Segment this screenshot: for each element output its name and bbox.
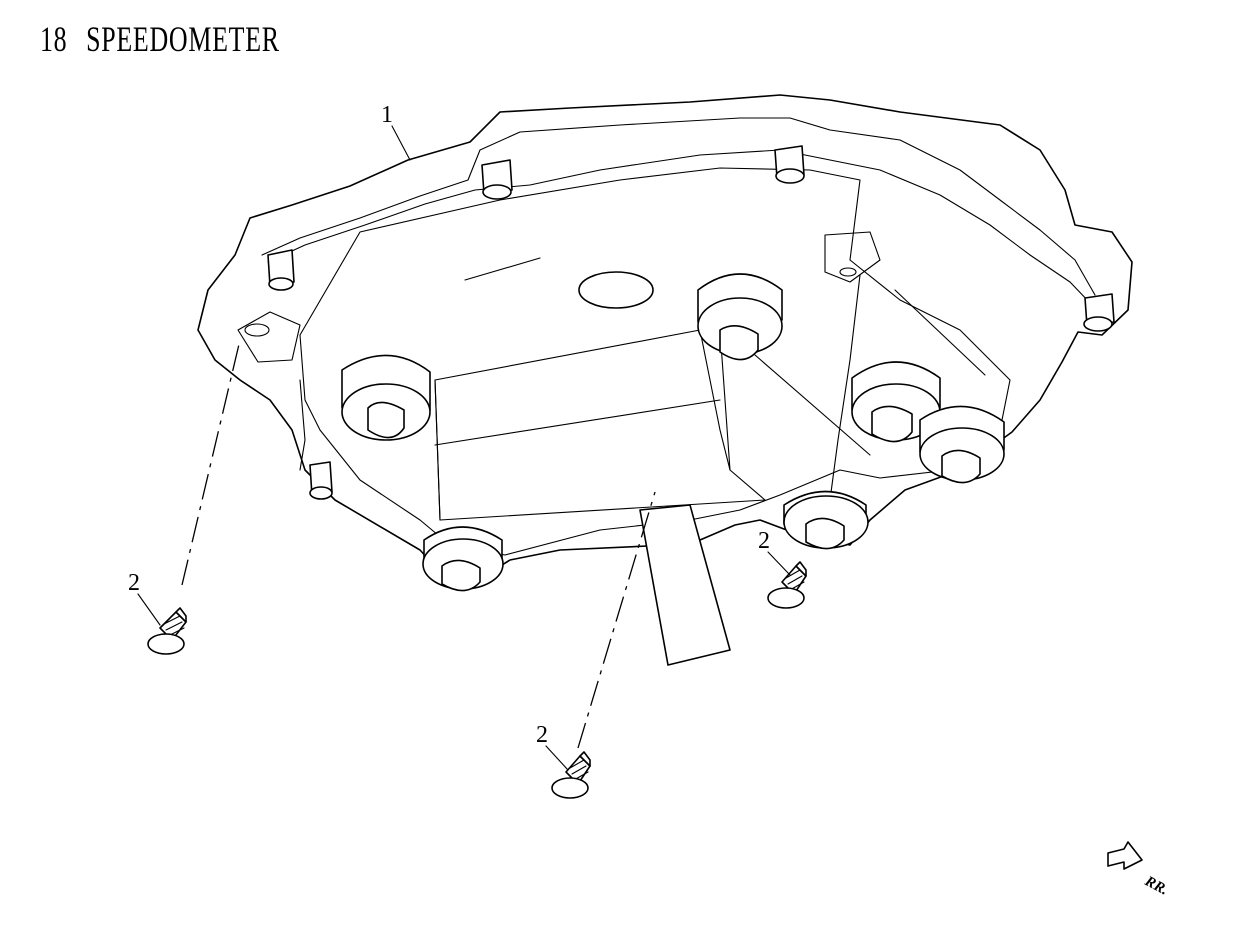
svg-text:1: 1 bbox=[381, 102, 393, 128]
rim-standoffs bbox=[267, 145, 1115, 500]
svg-text:2: 2 bbox=[128, 570, 140, 596]
svg-text:2: 2 bbox=[536, 722, 548, 748]
screw-left[interactable] bbox=[147, 607, 187, 655]
svg-text:2: 2 bbox=[758, 528, 770, 554]
callout-2-left: 2 bbox=[128, 570, 161, 626]
direction-marker: RR. bbox=[1107, 841, 1171, 899]
guide-line-bottom bbox=[577, 491, 656, 749]
center-hole bbox=[578, 271, 654, 309]
guide-line-left bbox=[181, 339, 241, 586]
screw-bottom[interactable] bbox=[551, 751, 591, 799]
section-title: SPEEDOMETER bbox=[86, 19, 280, 59]
speedometer-assembly[interactable] bbox=[197, 94, 1133, 666]
screw-right[interactable] bbox=[767, 561, 807, 609]
callout-1: 1 bbox=[381, 102, 411, 161]
callout-2-right: 2 bbox=[758, 528, 791, 576]
arrow-icon bbox=[1107, 841, 1143, 870]
rubber-grommets bbox=[341, 273, 1005, 592]
section-number: 18 bbox=[40, 19, 68, 59]
direction-label: RR. bbox=[1141, 873, 1170, 899]
page-title: 18 SPEEDOMETER bbox=[40, 18, 280, 60]
cable-connector bbox=[639, 504, 731, 666]
callout-2-bottom: 2 bbox=[536, 722, 569, 771]
